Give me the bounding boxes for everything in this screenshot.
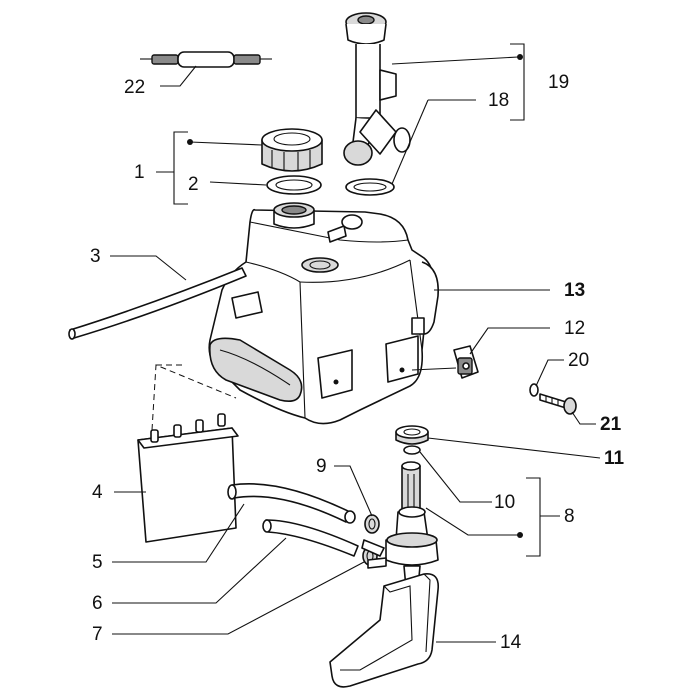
washer-20 xyxy=(529,383,539,397)
cap-gasket-2 xyxy=(266,175,322,195)
callout-1: 1 xyxy=(134,162,145,183)
callout-7: 7 xyxy=(92,624,103,645)
leader-lines xyxy=(110,43,601,643)
callout-22: 22 xyxy=(124,77,145,98)
callout-5: 5 xyxy=(92,552,103,573)
fuel-hose-5 xyxy=(227,483,356,524)
breather-pipe-3 xyxy=(68,267,247,340)
sender-gasket-18 xyxy=(345,178,395,196)
tank-cap-1 xyxy=(261,128,323,172)
callout-21: 21 xyxy=(600,414,622,435)
fuel-gauge-sender-19 xyxy=(343,12,411,166)
callout-8: 8 xyxy=(564,506,575,527)
callout-14: 14 xyxy=(500,632,522,653)
callout-11: 11 xyxy=(604,448,625,469)
callout-6: 6 xyxy=(92,593,103,614)
mounting-clip-12 xyxy=(453,345,479,379)
callout-13: 13 xyxy=(564,280,585,301)
callout-4: 4 xyxy=(92,482,103,503)
callout-18: 18 xyxy=(488,90,509,111)
screw-21 xyxy=(539,393,577,415)
callout-3: 3 xyxy=(90,246,101,267)
fuel-hose-6 xyxy=(262,519,359,557)
callout-19: 19 xyxy=(548,72,569,93)
callout-20: 20 xyxy=(568,350,589,371)
fuel-tank-13 xyxy=(208,202,439,425)
fuel-tap-8 xyxy=(361,461,439,589)
callout-labels: 22 19 18 1 2 3 13 12 20 21 11 9 10 8 4 5… xyxy=(90,72,625,653)
hose-clip-9 xyxy=(364,514,380,534)
connector-22 xyxy=(140,51,272,68)
callout-10: 10 xyxy=(494,492,515,513)
callout-9: 9 xyxy=(316,456,327,477)
callout-2: 2 xyxy=(188,174,199,195)
tap-guard-14 xyxy=(329,573,440,688)
callout-12: 12 xyxy=(564,318,585,339)
tap-clamp-11 xyxy=(395,425,429,445)
heat-shield-4 xyxy=(137,364,239,543)
tap-gasket-10 xyxy=(403,445,421,455)
